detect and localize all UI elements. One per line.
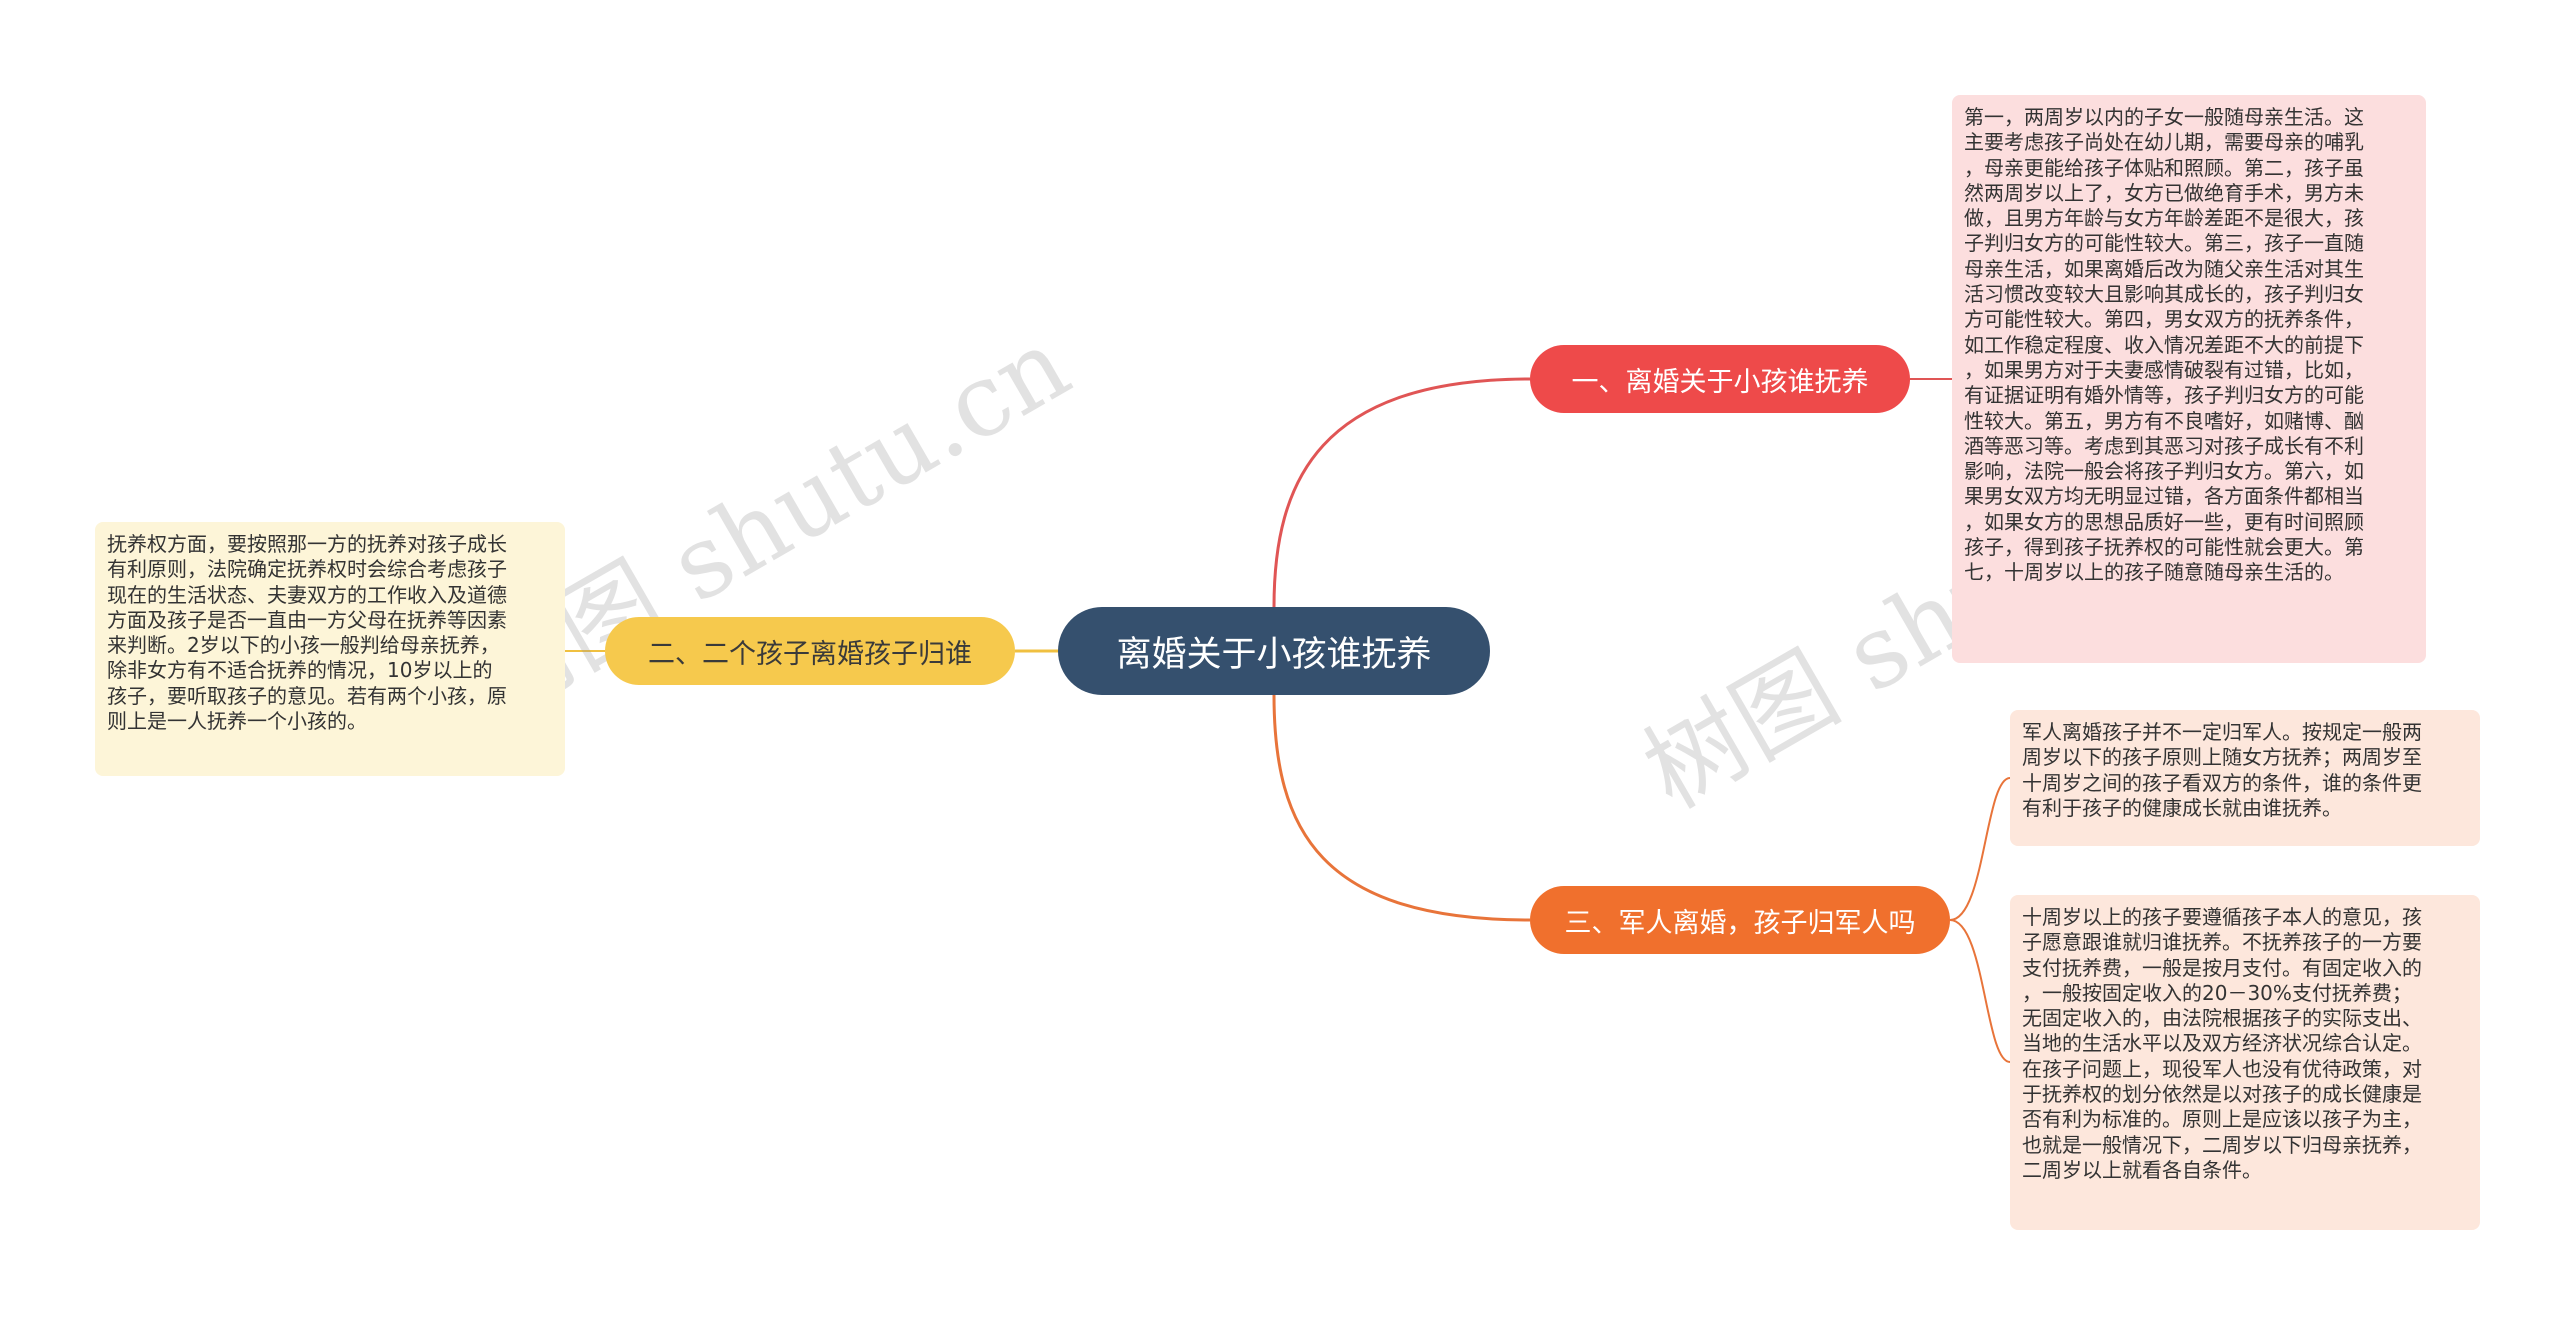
branch-node-two-children[interactable]: 二、二个孩子离婚孩子归谁 (605, 617, 1015, 685)
branch-node-military[interactable]: 三、军人离婚，孩子归军人吗 (1530, 886, 1950, 954)
note-military-detail-1[interactable]: 军人离婚孩子并不一定归军人。按规定一般两 周岁以下的孩子原则上随女方抚养；两周岁… (2010, 710, 2480, 846)
connector-root-branch3 (1272, 694, 1531, 922)
note-custody-detail[interactable]: 第一，两周岁以内的子女一般随母亲生活。这 主要考虑孩子尚处在幼儿期，需要母亲的哺… (1952, 95, 2426, 663)
root-node[interactable]: 离婚关于小孩谁抚养 (1058, 607, 1490, 695)
note-military-detail-2[interactable]: 十周岁以上的孩子要遵循孩子本人的意见，孩 子愿意跟谁就归谁抚养。不抚养孩子的一方… (2010, 895, 2480, 1230)
note-two-children-detail[interactable]: 抚养权方面，要按照那一方的抚养对孩子成长 有利原则，法院确定抚养权时会综合考虑孩… (95, 522, 565, 776)
connector-branch3-note3 (1949, 777, 2011, 921)
branch-node-custody[interactable]: 一、离婚关于小孩谁抚养 (1530, 345, 1910, 413)
connector-root-branch1 (1272, 377, 1531, 608)
connector-branch3-note4 (1949, 919, 2011, 1063)
